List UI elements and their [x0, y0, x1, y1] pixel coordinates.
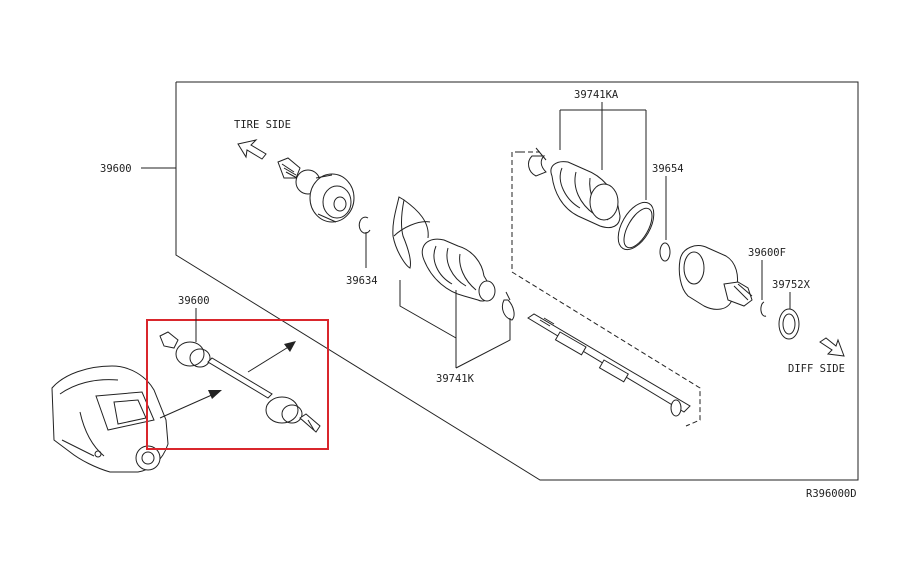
inner-boot-band — [617, 201, 655, 251]
label-tire-side: TIRE SIDE — [234, 119, 291, 131]
inner-cv-joint — [678, 245, 753, 310]
outboard-cv-joint — [277, 157, 355, 223]
label-39741k[interactable]: 39741K — [436, 373, 475, 385]
tire-side-arrow-icon — [237, 139, 267, 160]
inner-boot-clip — [528, 147, 547, 177]
vehicle-sketch — [51, 365, 169, 473]
label-39654[interactable]: 39654 — [652, 163, 684, 175]
label-39741ka[interactable]: 39741KA — [574, 89, 619, 101]
boot-band-outer — [392, 196, 431, 269]
drive-shaft — [527, 313, 691, 417]
inset-drive-shaft — [159, 331, 321, 433]
bracket-39741k — [399, 280, 457, 368]
snap-ring-39634 — [358, 216, 371, 268]
outboard-boot — [421, 238, 496, 302]
diff-side-arrow-icon — [819, 337, 845, 357]
inset-arrow-upper-icon — [247, 341, 296, 373]
seal-39752x — [778, 308, 800, 340]
inset-arrow-lower-icon — [159, 390, 222, 419]
label-39752x[interactable]: 39752X — [772, 279, 811, 291]
ring-39654 — [659, 242, 671, 262]
diagram-reference-code: R396000D — [806, 488, 857, 500]
label-39600-main[interactable]: 39600 — [100, 163, 132, 175]
label-39600-inset[interactable]: 39600 — [178, 295, 210, 307]
label-39600f[interactable]: 39600F — [748, 247, 786, 259]
boot-band-inner-small — [501, 291, 515, 321]
label-diff-side: DIFF SIDE — [788, 363, 845, 375]
snap-ring-39600f — [760, 301, 767, 317]
highlight-box — [146, 319, 329, 450]
label-39634[interactable]: 39634 — [346, 275, 378, 287]
inner-boot — [550, 161, 621, 229]
main-frame — [175, 81, 859, 481]
